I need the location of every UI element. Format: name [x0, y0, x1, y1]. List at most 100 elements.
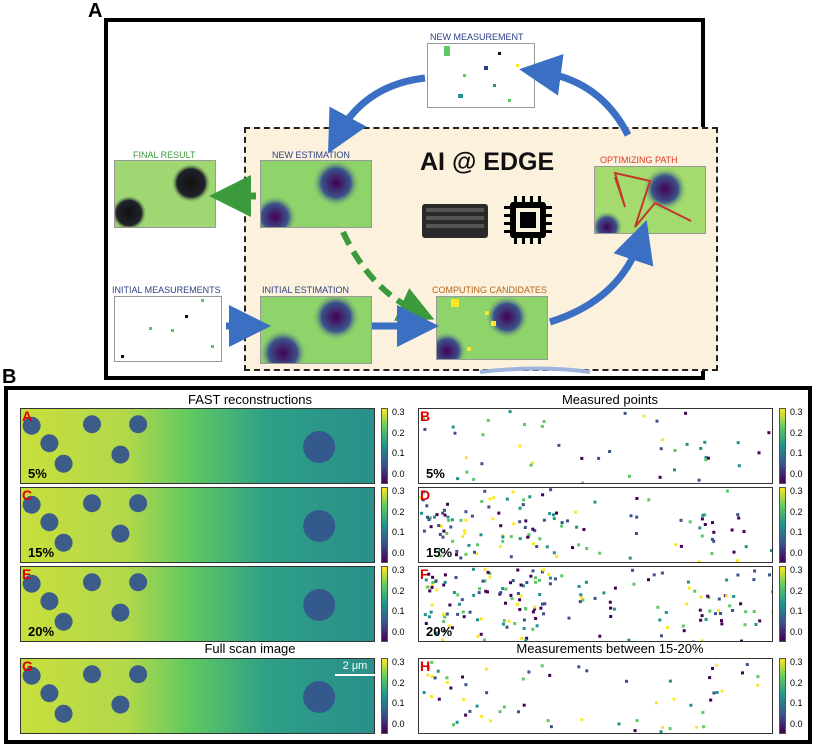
measured-point [502, 619, 506, 623]
measured-point [450, 518, 454, 522]
particle-spot [129, 415, 148, 434]
measured-point [712, 691, 716, 695]
measured-point [501, 587, 505, 591]
measured-point [700, 614, 704, 618]
measured-point [521, 584, 525, 588]
measured-point [533, 607, 537, 611]
measured-point [661, 725, 664, 729]
measured-point [451, 539, 455, 543]
measured-point [538, 593, 542, 596]
measured-point [442, 508, 446, 512]
particle-spot [111, 603, 130, 622]
colorbar-tick-label: 0.0 [392, 548, 405, 558]
measured-point [464, 518, 468, 522]
measured-point [725, 578, 729, 582]
measured-point [507, 619, 511, 623]
measured-point [704, 455, 708, 459]
measured-point [420, 511, 424, 515]
measured-point [509, 535, 513, 539]
measured-point [430, 603, 434, 607]
measured-point [692, 640, 695, 641]
measured-point [555, 511, 558, 515]
thumb-new-estimation [260, 160, 372, 228]
measured-point [527, 533, 531, 537]
title-measurements-between: Measurements between 15-20% [516, 641, 704, 656]
chip-icon [504, 196, 552, 244]
measured-point [736, 559, 740, 562]
measured-point [771, 590, 772, 594]
measured-point [720, 689, 724, 693]
percent-label: 20% [28, 624, 55, 639]
measured-point [757, 451, 761, 455]
measured-point [464, 510, 468, 514]
colorbar-tick-label: 0.0 [790, 548, 803, 558]
measured-point [512, 522, 516, 526]
measured-point [472, 477, 476, 481]
measured-point [719, 612, 722, 615]
colorbar-tick-label: 0.0 [392, 627, 405, 637]
measured-point [699, 595, 703, 599]
measured-point [513, 622, 517, 625]
measured-point [428, 589, 432, 593]
measured-point [464, 683, 468, 687]
measured-points-map [418, 658, 773, 734]
measured-point [580, 718, 584, 722]
measured-point [504, 601, 507, 605]
label-initial-measurements: INITIAL MEASUREMENTS [112, 285, 221, 295]
measured-point [492, 496, 496, 500]
measured-point [519, 583, 523, 587]
measured-point [731, 609, 735, 612]
measured-point [477, 591, 481, 595]
measured-point [700, 639, 704, 641]
measured-point [540, 570, 544, 574]
measured-point [730, 528, 734, 532]
measured-point [449, 525, 453, 529]
measured-point [698, 526, 702, 530]
measured-point [486, 418, 490, 422]
measured-point [714, 612, 717, 616]
measured-point [453, 431, 457, 435]
measured-point [752, 578, 756, 582]
colorbar [779, 408, 786, 484]
colorbar-tick-label: 0.3 [790, 657, 803, 667]
colorbar-tick-label: 0.2 [790, 427, 803, 438]
measured-point [577, 665, 581, 669]
subpanel-letter: B [420, 408, 431, 424]
measured-point [434, 579, 438, 583]
measured-point [541, 602, 544, 606]
measured-point [426, 666, 430, 670]
measured-point [703, 523, 707, 526]
measured-point [567, 616, 571, 620]
fast-reconstruction-map [20, 487, 375, 563]
measured-point [743, 623, 747, 627]
measured-point [484, 667, 488, 671]
measured-point [457, 602, 461, 606]
measured-point [430, 583, 434, 587]
measured-point [442, 629, 446, 633]
particle-spot [40, 513, 59, 532]
measured-point [523, 526, 527, 529]
subpanel-letter: A [22, 408, 33, 424]
measured-point [580, 596, 584, 600]
measured-point [686, 580, 690, 584]
measured-point [446, 515, 450, 519]
measured-point [419, 496, 422, 500]
measured-point [427, 615, 431, 619]
measured-point [656, 605, 660, 609]
measured-point [575, 525, 579, 529]
measured-points-map [418, 487, 773, 563]
measured-point [712, 530, 716, 534]
measured-point [423, 427, 427, 431]
measured-point [679, 518, 683, 522]
measured-point [655, 419, 659, 423]
particle-spot [303, 589, 336, 621]
measured-point [460, 598, 464, 602]
measured-point [685, 442, 689, 446]
measured-point [502, 622, 505, 626]
particle-spot [111, 445, 130, 464]
measured-point [612, 607, 616, 611]
measured-point [740, 639, 743, 641]
